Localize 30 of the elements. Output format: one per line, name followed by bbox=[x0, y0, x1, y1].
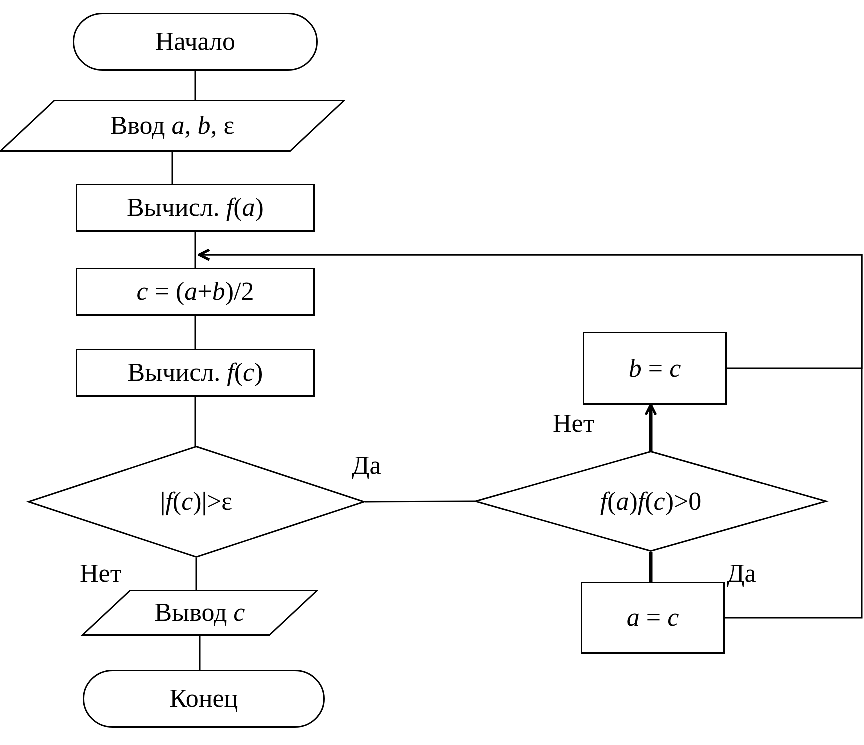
process-box bbox=[76, 184, 315, 232]
node-text: Начало bbox=[155, 27, 236, 57]
connector-line bbox=[196, 558, 198, 590]
connector-line bbox=[194, 232, 196, 268]
connector-line bbox=[199, 636, 201, 670]
connector-line bbox=[194, 316, 196, 349]
connector-line bbox=[365, 500, 475, 503]
process-box bbox=[581, 582, 725, 654]
process-box bbox=[76, 268, 315, 316]
node-text: Ввод a, b, ε bbox=[110, 111, 235, 141]
connector-line bbox=[649, 552, 653, 582]
node-text: c = (a+b)/2 bbox=[136, 277, 254, 307]
input-parallelogram bbox=[0, 100, 345, 152]
connector-line bbox=[194, 397, 196, 446]
node-text: Вычисл. f(a) bbox=[127, 193, 264, 223]
node-text: a = c bbox=[626, 603, 680, 633]
node-text: Конец bbox=[170, 684, 238, 714]
node-text: b = c bbox=[628, 354, 682, 384]
arrow bbox=[644, 404, 658, 451]
node-text: Вывод c bbox=[154, 598, 246, 628]
connector-line bbox=[172, 152, 174, 184]
output-parallelogram bbox=[82, 590, 318, 636]
node-text: Вычисл. f(c) bbox=[128, 358, 264, 388]
process-box bbox=[583, 332, 727, 405]
arrow bbox=[198, 248, 863, 619]
process-box bbox=[76, 349, 315, 397]
condition-text: |f(c)|>ε bbox=[160, 487, 233, 517]
connector-line bbox=[194, 71, 196, 100]
condition-text: f(a)f(c)>0 bbox=[600, 486, 702, 516]
decision-diamond bbox=[475, 451, 827, 552]
